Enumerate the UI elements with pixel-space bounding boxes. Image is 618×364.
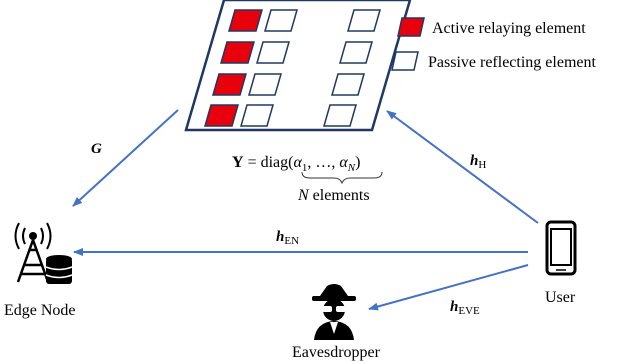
legend-passive-swatch bbox=[391, 51, 419, 71]
legend: Active relaying element Passive reflecti… bbox=[391, 17, 596, 71]
label-hEN: hEN bbox=[276, 229, 299, 247]
passive-element bbox=[323, 104, 357, 127]
edge-node-label: Edge Node bbox=[4, 302, 76, 319]
eavesdropper-label: Eavesdropper bbox=[292, 344, 381, 361]
equation-diag: = diag( bbox=[244, 154, 294, 171]
active-element bbox=[212, 73, 247, 96]
legend-active-swatch bbox=[397, 17, 425, 37]
ris-equation: Υ = diag(α1, …, αN) N elements bbox=[232, 154, 383, 204]
user-label: User bbox=[545, 289, 576, 306]
active-element bbox=[220, 41, 255, 64]
label-hH: hH bbox=[470, 153, 486, 171]
passive-element bbox=[339, 41, 373, 64]
legend-active-label: Active relaying element bbox=[432, 20, 586, 37]
equation: Υ = diag(α1, …, αN) bbox=[232, 154, 360, 174]
links bbox=[72, 109, 539, 311]
spy-icon bbox=[312, 284, 356, 340]
upsilon-symbol: Υ bbox=[232, 154, 244, 171]
link-hEVE bbox=[368, 264, 529, 311]
active-element bbox=[204, 104, 239, 127]
underbrace bbox=[301, 171, 383, 185]
label-G: G bbox=[91, 141, 102, 157]
brace-label: N elements bbox=[297, 187, 370, 204]
passive-element bbox=[331, 73, 365, 96]
passive-element bbox=[347, 9, 381, 32]
smartphone-icon bbox=[545, 220, 577, 276]
active-element bbox=[228, 9, 263, 32]
ris-elements bbox=[204, 9, 381, 127]
legend-passive-label: Passive reflecting element bbox=[428, 54, 596, 71]
database-icon bbox=[45, 255, 73, 284]
label-hEVE: hEVE bbox=[450, 299, 480, 317]
antenna-tower-icon bbox=[14, 222, 52, 283]
ris-panel bbox=[184, 0, 412, 132]
passive-element bbox=[264, 9, 298, 32]
passive-element bbox=[240, 104, 274, 127]
link-hH bbox=[386, 110, 539, 224]
passive-element bbox=[248, 73, 282, 96]
link-G bbox=[72, 109, 179, 207]
passive-element bbox=[256, 41, 290, 64]
